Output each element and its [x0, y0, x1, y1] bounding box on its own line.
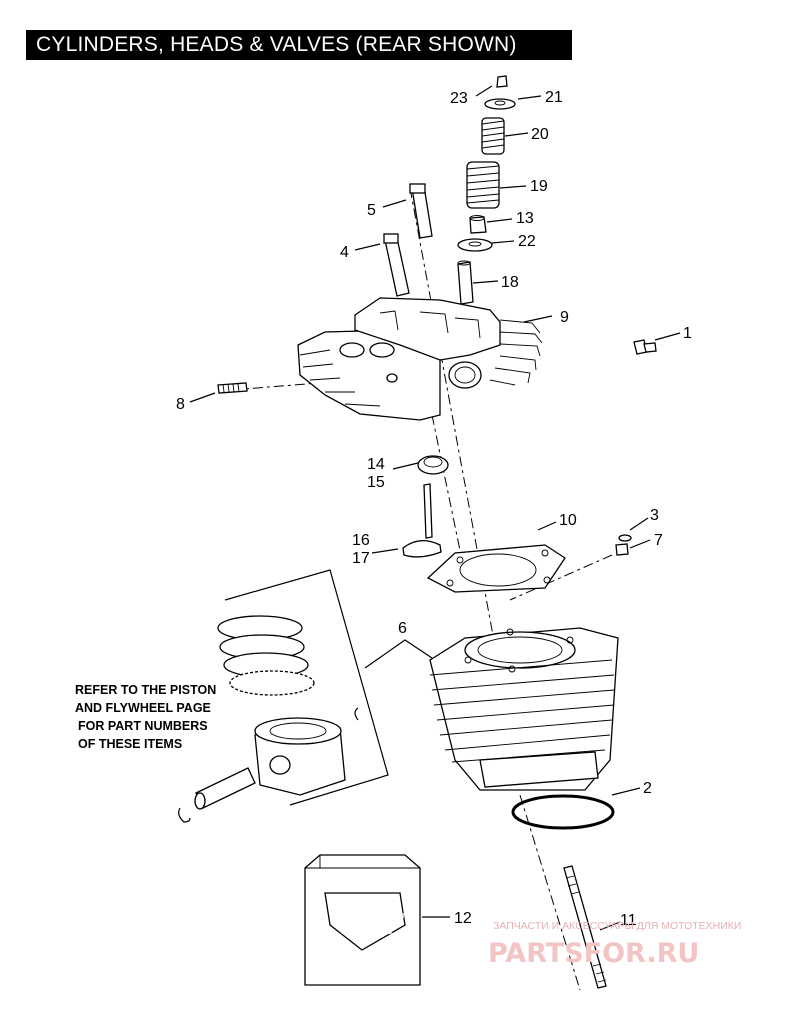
- note-line-1: REFER TO THE PISTON: [75, 683, 216, 697]
- assembly-axis-lines: [231, 187, 613, 991]
- callout-3: 3: [650, 507, 659, 524]
- callout-7: 7: [654, 532, 663, 549]
- part-inner-valve-spring: [481, 117, 505, 155]
- part-valve: [402, 483, 442, 558]
- diagram-title: CYLINDERS, HEADS & VALVES (REAR SHOWN): [26, 30, 572, 60]
- part-pin-clips: [178, 707, 359, 823]
- callout-11: 11: [620, 912, 637, 929]
- badge-text-top: GENUINE: [339, 898, 371, 905]
- note-line-3: FOR PART NUMBERS: [78, 719, 208, 733]
- part-stud-8: [217, 382, 248, 394]
- callout-2: 2: [643, 780, 652, 797]
- callout-12: 12: [454, 910, 472, 927]
- part-piston-rings: [217, 615, 315, 696]
- callout-18: 18: [501, 274, 519, 291]
- part-cylinder-head: [297, 297, 543, 421]
- part-spring-collar-upper: [484, 98, 516, 110]
- part-valve-keeper: [496, 75, 508, 88]
- part-pushrod-tube-5: [409, 183, 433, 239]
- part-valve-guide: [457, 260, 474, 305]
- leader-lines: [189, 85, 681, 931]
- callout-6: 6: [398, 620, 407, 637]
- callout-16: 16: [352, 532, 370, 549]
- callout-5: 5: [367, 202, 376, 219]
- callout-19: 19: [530, 178, 548, 195]
- callout-numbers: 23 21 20 19 13 22 18 5 4 9 1 8 14 15 16 …: [176, 89, 692, 929]
- badge-text-bottom: MOTOR PARTS: [341, 929, 392, 936]
- badge-text-middle: HARLEY-DAVIDSON: [337, 913, 404, 920]
- note-line-2: AND FLYWHEEL PAGE: [75, 701, 211, 715]
- callout-1: 1: [683, 325, 692, 342]
- part-dowel-and-oring: [615, 534, 632, 556]
- part-gasket-kit-box: GENUINE HARLEY-DAVIDSON MOTOR PARTS: [304, 854, 421, 986]
- watermark-brand: PARTSFOR.RU: [488, 938, 699, 969]
- part-bolt: [633, 339, 657, 355]
- part-cylinder: [429, 627, 619, 791]
- part-valve-seal: [469, 215, 487, 234]
- callout-17: 17: [352, 550, 370, 567]
- callout-21: 21: [545, 89, 563, 106]
- watermark-tagline: ЗАПЧАСТИ И АКСЕССУАРЫ ДЛЯ МОТОТЕХНИКИ: [493, 920, 741, 932]
- part-cylinder-stud: [563, 865, 607, 989]
- part-valve-seat: [417, 455, 449, 475]
- callout-23: 23: [450, 90, 468, 107]
- part-spring-seat-lower: [457, 238, 493, 252]
- callout-9: 9: [560, 309, 569, 326]
- piston-reference-note: REFER TO THE PISTON AND FLYWHEEL PAGE FO…: [75, 683, 216, 751]
- callout-4: 4: [340, 244, 349, 261]
- callout-8: 8: [176, 396, 185, 413]
- part-cylinder-oring: [511, 794, 615, 830]
- part-outer-valve-spring: [466, 161, 500, 209]
- part-pushrod-tube-4: [383, 233, 410, 297]
- callout-20: 20: [531, 126, 549, 143]
- part-piston: [254, 717, 346, 796]
- piston-kit-bracket: [224, 569, 433, 806]
- callout-13: 13: [516, 210, 534, 227]
- note-line-4: OF THESE ITEMS: [78, 737, 182, 751]
- callout-14: 14: [367, 456, 385, 473]
- callout-22: 22: [518, 233, 536, 250]
- callout-15: 15: [367, 474, 385, 491]
- part-piston-pin: [194, 767, 256, 810]
- watermark: ЗАПЧАСТИ И АКСЕССУАРЫ ДЛЯ МОТОТЕХНИКИ PA…: [488, 920, 741, 969]
- callout-10: 10: [559, 512, 577, 529]
- part-head-gasket: [426, 544, 566, 593]
